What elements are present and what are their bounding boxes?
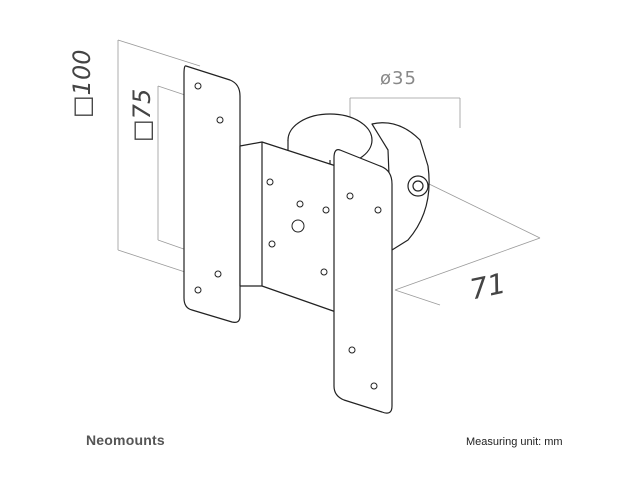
brand-logo-text: Neomounts <box>86 432 165 448</box>
hole <box>320 268 328 276</box>
dimension-lines <box>117 39 541 306</box>
hole <box>370 382 378 390</box>
hole <box>194 286 202 294</box>
hole <box>268 240 276 248</box>
mount-bracket <box>183 65 430 414</box>
side-bracket <box>239 141 337 313</box>
dimension-label-35: ø35 <box>380 68 417 89</box>
dim-71-line <box>394 237 541 291</box>
hole <box>194 82 202 90</box>
hole <box>322 206 330 214</box>
hole <box>266 178 274 186</box>
front-plate <box>333 149 393 414</box>
hole <box>346 192 354 200</box>
hole <box>296 200 304 208</box>
hole <box>214 270 222 278</box>
hole <box>216 116 224 124</box>
clamp-housing <box>371 122 430 251</box>
hole <box>291 219 305 233</box>
hole <box>348 346 356 354</box>
mount-holes <box>194 82 382 390</box>
dimension-label-100: □100 <box>68 49 96 118</box>
dimension-label-75: □75 <box>128 88 156 142</box>
measuring-unit-note: Measuring unit: mm <box>466 436 563 448</box>
hole <box>374 206 382 214</box>
rear-plate <box>183 65 241 323</box>
